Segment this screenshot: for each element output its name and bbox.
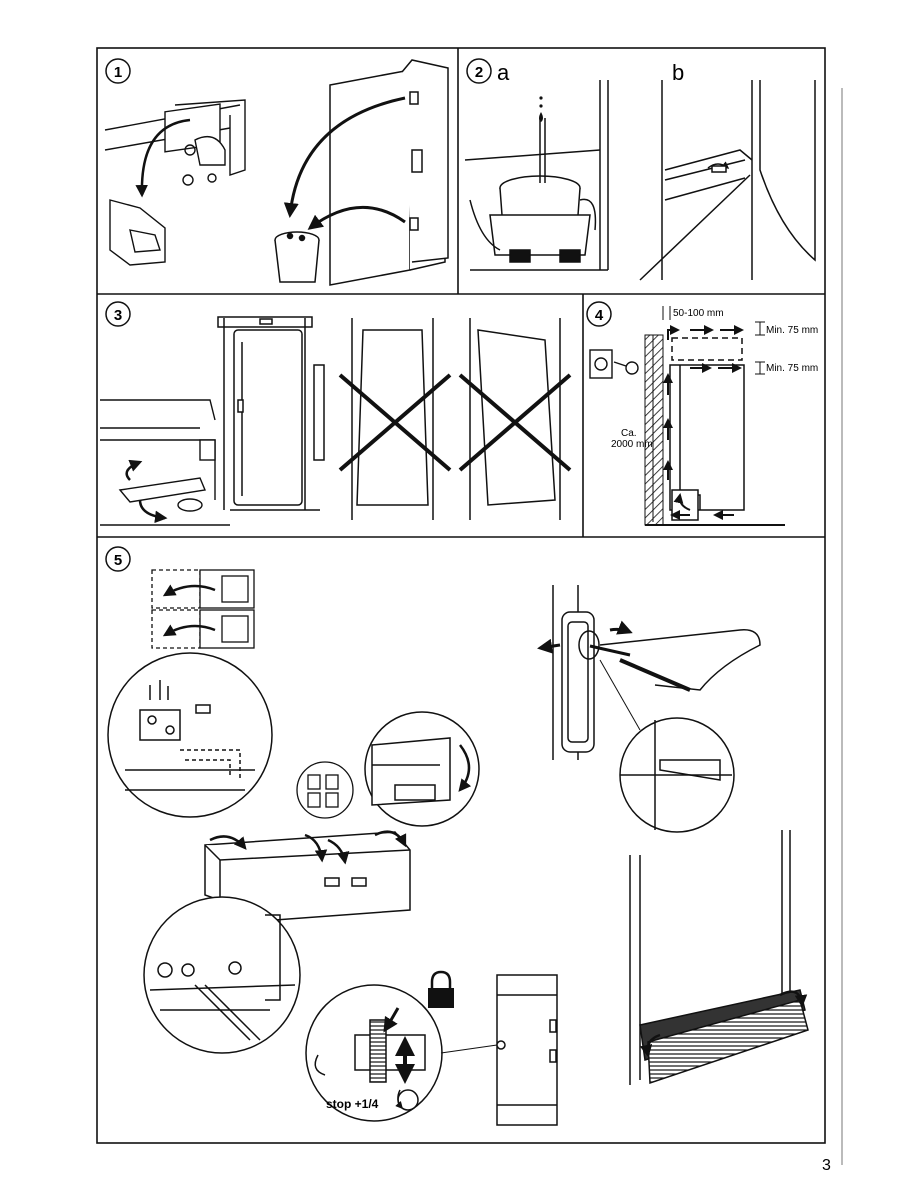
hinge-detail-circle-3 — [143, 896, 301, 1054]
screw-set-detail — [296, 761, 354, 819]
panel-5: 5 — [105, 546, 809, 1126]
panel-1-badge — [105, 58, 131, 84]
panel-4-number: 4 — [595, 307, 604, 324]
adjustment-detail-circle — [305, 984, 443, 1122]
panel-2: 2 a b — [464, 58, 816, 281]
lock-icon — [428, 970, 454, 1008]
panel-1: 1 — [104, 58, 449, 286]
wall-hatch — [644, 334, 664, 526]
panel-3-badge — [105, 301, 131, 327]
panel-2-badge — [466, 58, 492, 84]
water-drops — [539, 96, 543, 122]
bin-arrow-1 — [283, 96, 406, 218]
panel-3-number: 3 — [114, 307, 122, 324]
page-number: 3 — [822, 1157, 831, 1174]
socket-illustration — [589, 349, 639, 379]
level-fridge-illustration — [217, 316, 325, 511]
panel-2-label-a: a — [497, 60, 510, 85]
bin-illustration — [274, 231, 320, 283]
height-label-line2: 2000 mm — [611, 439, 653, 450]
tilted-fridge-1 — [338, 318, 452, 520]
panel-3: 3 — [100, 301, 572, 526]
panel-4: 4 — [586, 301, 818, 526]
hinge-illustration — [104, 99, 246, 266]
frame-borders — [96, 47, 826, 1144]
panel-4-badge — [586, 301, 612, 327]
panel-5-number: 5 — [114, 552, 122, 569]
panel-2-label-b: b — [672, 60, 684, 85]
adjust-label: stop +1/4 — [326, 1097, 379, 1111]
drain-channel-illustration — [639, 80, 816, 281]
bin-arrow-2 — [307, 205, 406, 230]
height-label-line1: Ca. — [621, 428, 637, 439]
door-swap-icon — [151, 569, 255, 649]
wrench-arrow-down — [138, 499, 168, 524]
hinge-arrow — [135, 118, 191, 198]
fridge-cross-section — [669, 337, 745, 521]
door-handle-illustration — [537, 585, 761, 760]
mid-clearance-label: Min. 75 mm — [766, 363, 818, 374]
door-front-small — [440, 974, 558, 1126]
panel-1-number: 1 — [114, 64, 122, 81]
panel-5-badge — [105, 546, 131, 572]
door-flat-illustration — [204, 830, 411, 921]
dimension-marks — [652, 306, 765, 522]
panel-2-number: 2 — [475, 64, 483, 81]
hinge-detail-circle-2 — [364, 711, 480, 827]
compressor-illustration — [464, 80, 609, 271]
wrench-arrow-up — [125, 459, 143, 481]
top-clearance-label: Min. 75 mm — [766, 325, 818, 336]
hinge-detail-circle-1 — [107, 652, 273, 818]
airflow-arrows — [663, 325, 744, 520]
tilted-fridge-2 — [458, 318, 572, 520]
fridge-illustration — [329, 59, 449, 286]
wall-gap-label: 50-100 mm — [673, 308, 724, 319]
kick-plate-illustration — [629, 830, 809, 1085]
leveling-foot-illustration — [100, 399, 230, 526]
handle-detail-circle — [599, 659, 735, 833]
